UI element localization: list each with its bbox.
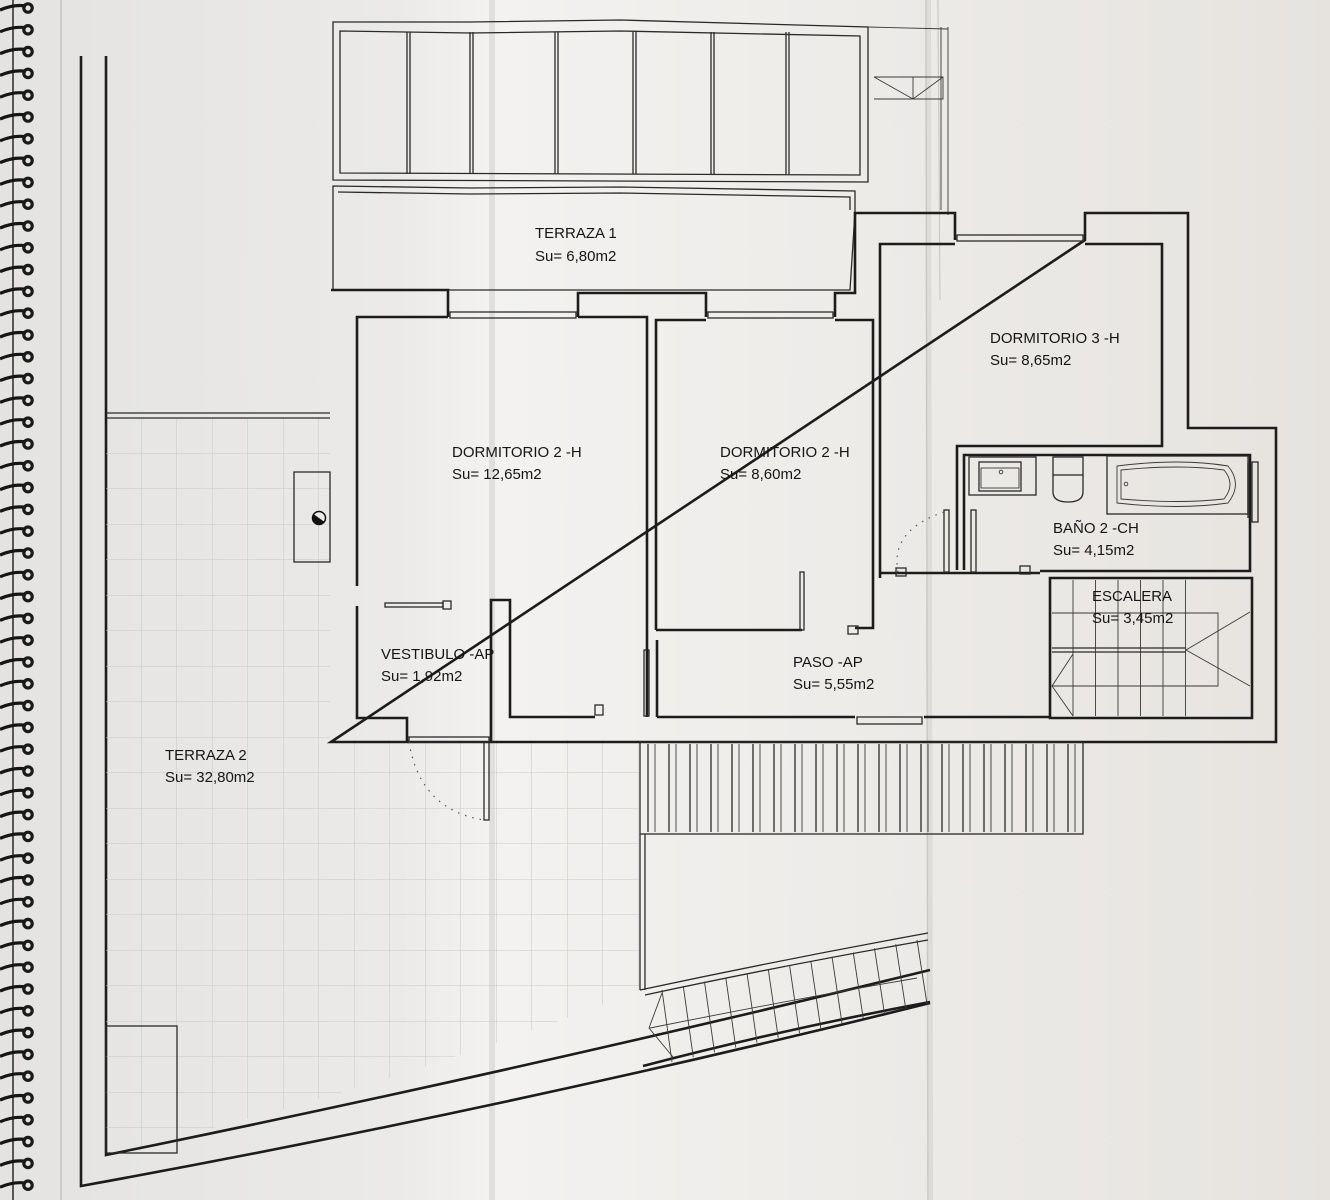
bathroom-fixtures <box>968 455 1249 518</box>
chimney-flue <box>293 471 331 563</box>
room-name-dormitorio-3: DORMITORIO 3 -H <box>990 330 1120 347</box>
room-name-terraza-1: TERRAZA 1 <box>535 225 617 242</box>
room-area-dormitorio-3: Su= 8,65m2 <box>990 352 1071 369</box>
planter-box <box>105 1025 178 1154</box>
terraza-2-area <box>105 412 640 1155</box>
room-name-bano-2: BAÑO 2 -CH <box>1053 520 1139 537</box>
exterior-stair-south <box>639 741 1084 990</box>
room-name-dormitorio-2b: DORMITORIO 2 -H <box>720 444 850 461</box>
room-name-dormitorio-2a: DORMITORIO 2 -H <box>452 444 582 461</box>
exterior-stair-southwest <box>639 932 931 1068</box>
room-area-dormitorio-2b: Su= 8,60m2 <box>720 466 801 483</box>
bathtub-icon <box>1106 455 1249 518</box>
room-area-terraza-2: Su= 32,80m2 <box>165 769 255 786</box>
room-name-escalera: ESCALERA <box>1092 588 1172 605</box>
pergola <box>332 19 949 215</box>
flue-symbol-icon <box>312 514 325 525</box>
plot-boundary <box>79 56 931 1188</box>
building-walls <box>326 211 1278 744</box>
windows <box>408 234 1259 743</box>
doors <box>384 509 1031 821</box>
room-area-dormitorio-2a: Su= 12,65m2 <box>452 466 542 483</box>
interior-staircase <box>1051 580 1251 717</box>
room-area-terraza-1: Su= 6,80m2 <box>535 248 616 265</box>
room-area-escalera: Su= 3,45m2 <box>1092 610 1173 627</box>
washbasin-icon <box>968 456 1037 496</box>
room-name-vestibulo: VESTIBULO -AP <box>381 646 494 663</box>
spiral-binding <box>0 0 34 1200</box>
room-area-bano-2: Su= 4,15m2 <box>1053 542 1134 559</box>
room-area-vestibulo: Su= 1,92m2 <box>381 668 462 685</box>
room-name-terraza-2: TERRAZA 2 <box>165 747 247 764</box>
room-name-paso: PASO -AP <box>793 654 863 671</box>
toilet-icon <box>1052 456 1084 503</box>
room-area-paso: Su= 5,55m2 <box>793 676 874 693</box>
entry-door <box>483 741 490 821</box>
